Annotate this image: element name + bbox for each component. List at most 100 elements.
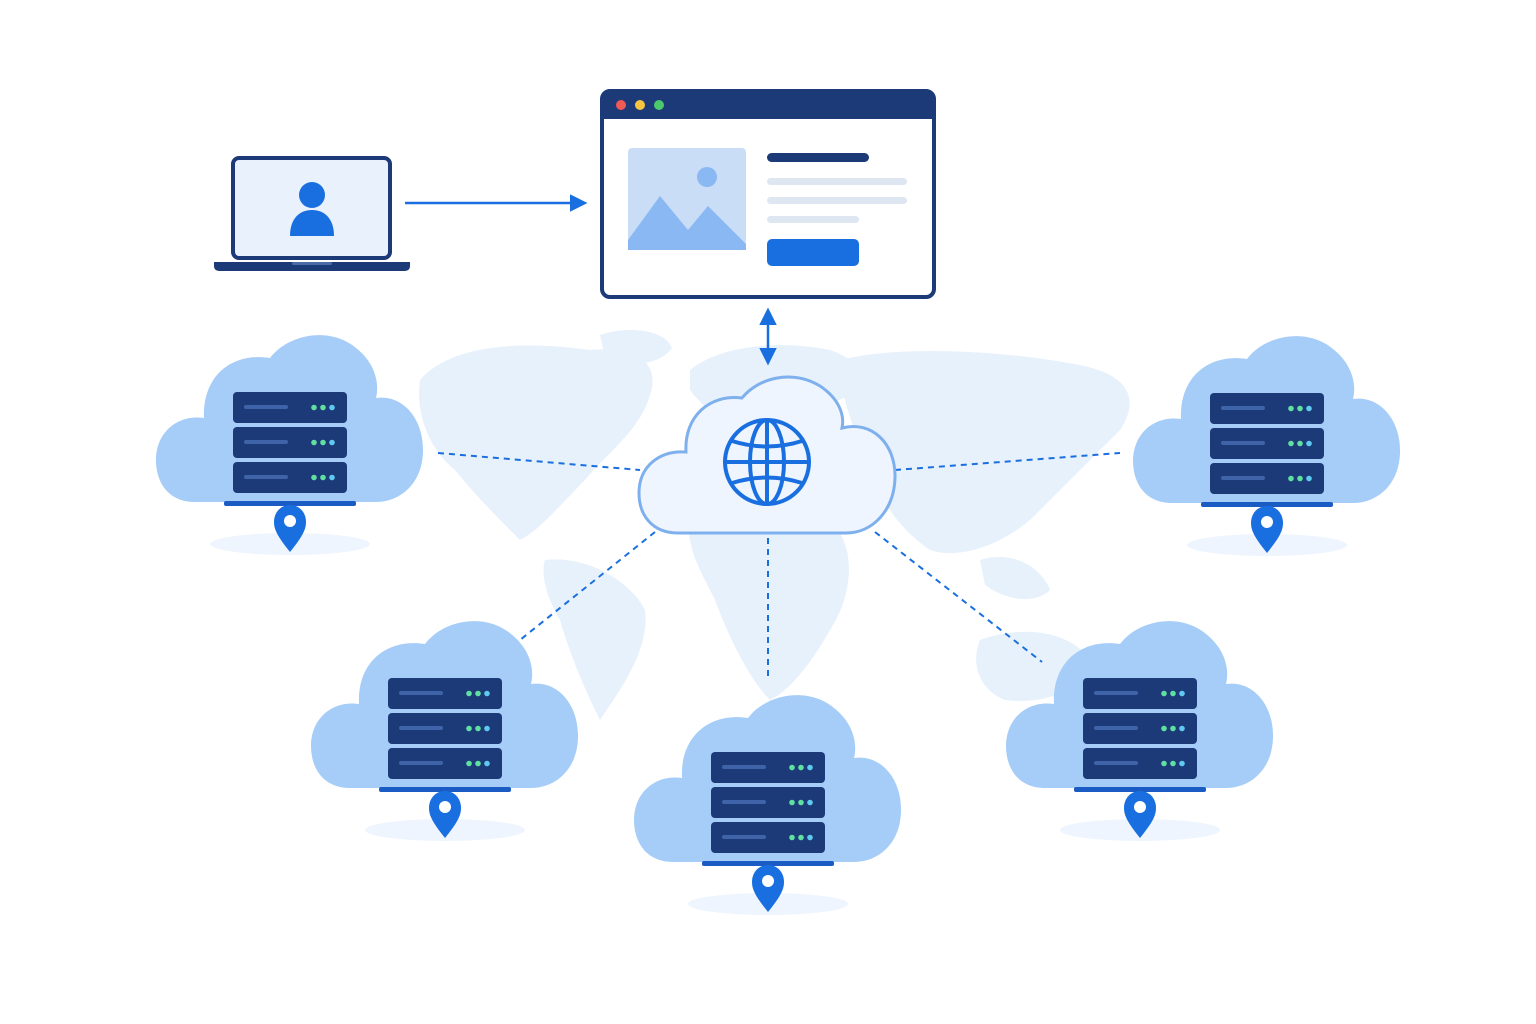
server-led (1306, 440, 1312, 447)
hub-to-south-west-link (519, 531, 656, 641)
server-unit (1083, 678, 1197, 709)
window-maximize-dot (654, 100, 664, 110)
server-led (329, 404, 335, 411)
server-slot (722, 800, 766, 804)
server-led (798, 764, 804, 771)
map-north-america (419, 345, 653, 540)
server-slot (1221, 406, 1265, 410)
server-led (807, 799, 813, 806)
server-rack-icon (1083, 678, 1197, 779)
server-led (1297, 475, 1303, 482)
server-led (1161, 725, 1167, 732)
server-led (789, 834, 795, 841)
server-led (1170, 690, 1176, 697)
server-slot (722, 835, 766, 839)
server-led (1161, 760, 1167, 767)
server-unit (1210, 393, 1324, 424)
server-unit (1083, 713, 1197, 744)
map-south-east-asia (980, 556, 1050, 600)
server-slot (244, 475, 288, 479)
server-led (466, 690, 472, 697)
server-led (1288, 440, 1294, 447)
server-base (1074, 787, 1206, 792)
map-pin-icon (429, 791, 461, 838)
window-minimize-dot (635, 100, 645, 110)
map-asia (840, 350, 1130, 554)
browser-titlebar (602, 91, 934, 119)
server-led (311, 404, 317, 411)
server-led (1179, 725, 1185, 732)
map-pin-icon (1251, 506, 1283, 553)
server-led (1288, 475, 1294, 482)
server-led (475, 760, 481, 767)
hub-to-south-east-link (874, 531, 1043, 663)
content-text-line (767, 216, 859, 223)
server-unit (711, 822, 825, 853)
server-slot (399, 726, 443, 730)
server-led (1288, 405, 1294, 412)
server-led (1161, 690, 1167, 697)
server-led (311, 474, 317, 481)
server-led (329, 439, 335, 446)
server-led (807, 764, 813, 771)
server-slot (1094, 691, 1138, 695)
server-led (798, 834, 804, 841)
content-button (767, 239, 859, 266)
server-led (807, 834, 813, 841)
edge-server-west (156, 335, 424, 555)
server-led (484, 760, 490, 767)
map-south-america (543, 559, 646, 720)
map-pin-icon (274, 505, 306, 552)
server-slot (1221, 476, 1265, 480)
edge-servers (156, 335, 1401, 915)
server-base (379, 787, 511, 792)
server-unit (711, 752, 825, 783)
server-base (224, 501, 356, 506)
server-unit (233, 462, 347, 493)
server-led (320, 474, 326, 481)
server-led (1170, 725, 1176, 732)
user-icon (290, 182, 334, 236)
content-text-line (767, 197, 907, 204)
server-led (789, 764, 795, 771)
server-led (466, 760, 472, 767)
server-unit (388, 678, 502, 709)
server-slot (244, 405, 288, 409)
server-led (329, 474, 335, 481)
server-unit (388, 748, 502, 779)
laptop-base (214, 262, 410, 271)
hub-to-east-link (894, 452, 1121, 471)
globe-icon (723, 418, 811, 506)
server-led (475, 725, 481, 732)
connection-lines (405, 194, 1121, 680)
map-pin-icon (1124, 791, 1156, 838)
server-led (1179, 690, 1185, 697)
server-slot (399, 691, 443, 695)
server-led (311, 439, 317, 446)
content-heading-line (767, 153, 869, 162)
server-led (1170, 760, 1176, 767)
server-led (789, 799, 795, 806)
edge-server-east (1133, 336, 1401, 556)
map-greenland (600, 329, 672, 364)
server-led (798, 799, 804, 806)
image-placeholder-icon (628, 148, 746, 250)
edge-server-south-east (1006, 621, 1274, 841)
server-slot (1221, 441, 1265, 445)
server-led (1306, 405, 1312, 412)
server-led (475, 690, 481, 697)
laptop-screen (231, 156, 392, 260)
server-unit (1083, 748, 1197, 779)
window-close-dot (616, 100, 626, 110)
server-unit (233, 427, 347, 458)
server-led (1306, 475, 1312, 482)
server-unit (711, 787, 825, 818)
server-base (1201, 502, 1333, 507)
server-rack-icon (388, 678, 502, 779)
hub-to-west-link (437, 452, 641, 471)
server-unit (1210, 428, 1324, 459)
server-led (1297, 405, 1303, 412)
content-text-line (767, 178, 907, 185)
